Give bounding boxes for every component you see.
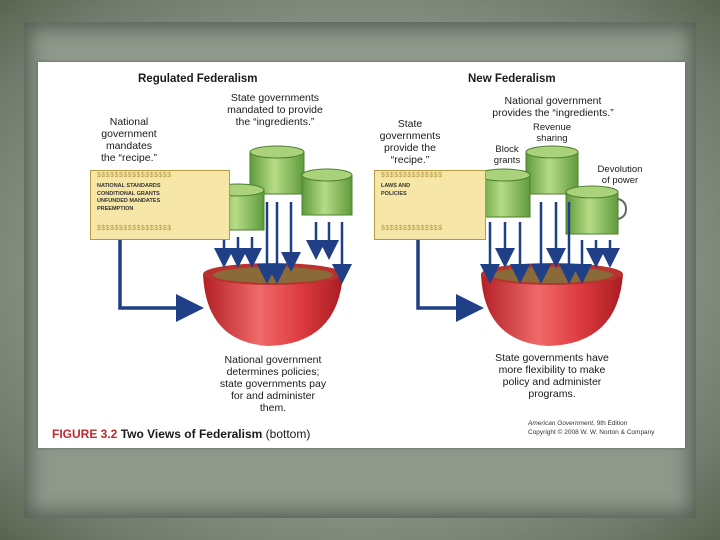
figure-credit: American Government, 9th Edition Copyrig… (528, 420, 655, 436)
right-pour-arrows (480, 202, 620, 284)
left-bowl (203, 263, 343, 346)
figure-number: FIGURE 3.2 (52, 427, 118, 441)
diagram-graphics (118, 145, 628, 346)
figure-title-text: Two Views of Federalism (120, 427, 263, 441)
right-pot-block (477, 168, 531, 218)
left-pot-2 (301, 168, 353, 216)
left-recipe-arrow (118, 240, 204, 322)
left-header: Regulated Federalism (138, 73, 258, 85)
figure-title-suffix: (bottom) (265, 427, 311, 441)
left-pour-arrows (214, 202, 352, 284)
right-header: New Federalism (468, 73, 556, 85)
right-pot-devolution (565, 185, 628, 235)
right-recipe-arrow (416, 240, 484, 322)
figure-title: FIGURE 3.2 Two Views of Federalism (bott… (52, 427, 310, 441)
right-bowl (481, 263, 623, 346)
right-pot-revenue (525, 145, 579, 195)
